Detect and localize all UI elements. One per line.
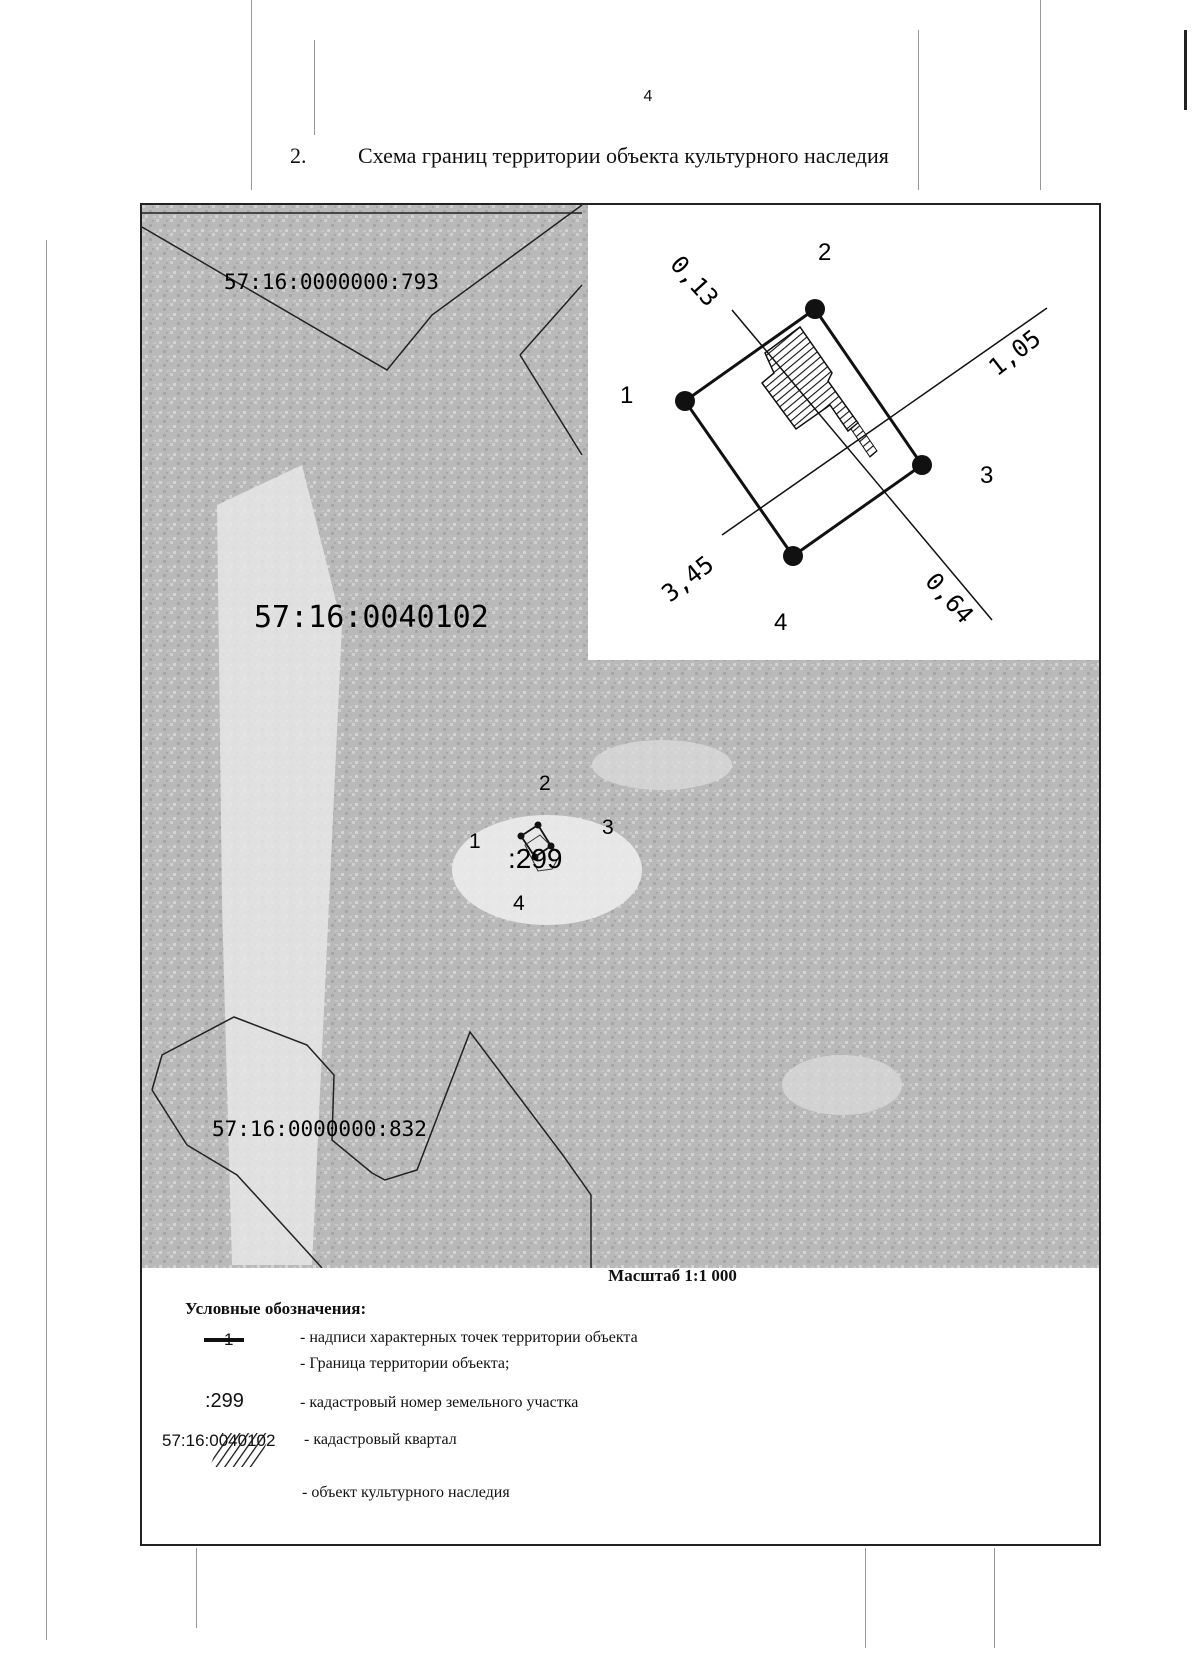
map-svg: 1 2 3 4 0,13 1,05 3,45 0,64 57:16:000000… (142, 205, 1099, 1544)
scan-artifact-line (865, 1548, 866, 1648)
parcel-label-299: :299 (508, 843, 563, 874)
parcel-label-793: 57:16:0000000:793 (224, 270, 439, 294)
map-frame: 1 2 3 4 0,13 1,05 3,45 0,64 57:16:000000… (140, 203, 1101, 1546)
inset-point-marker (675, 391, 695, 411)
section-title: Схема границ территории объекта культурн… (358, 143, 889, 168)
point-label: 2 (539, 772, 551, 795)
point-label: 3 (602, 816, 614, 839)
parcel-boundary-832 (151, 1016, 592, 1268)
scan-artifact-line (1040, 0, 1041, 190)
point-marker (547, 842, 555, 850)
main-object-marker (517, 821, 561, 872)
parcel-outline-299 (524, 834, 561, 872)
road-edge-line (519, 284, 583, 356)
inset-point-label: 3 (980, 462, 993, 489)
section-number: 2. (290, 143, 307, 168)
point-marker (531, 853, 539, 861)
inset-heritage-object (760, 325, 860, 433)
point-label: 4 (513, 892, 525, 915)
quarter-label: 57:16:0040102 (254, 600, 489, 635)
scale-label: Масштаб 1:1 000 (608, 1266, 737, 1285)
scan-artifact-line (994, 1548, 995, 1648)
inset-dimension-line (731, 309, 993, 621)
scan-artifact-line (46, 240, 47, 1640)
legend-title: Условные обозначения: (185, 1299, 367, 1318)
parcel-boundary-832 (151, 1089, 323, 1269)
legend-hatch-symbol (210, 1433, 270, 1467)
scan-artifact-line (196, 1548, 197, 1628)
scan-artifact-line (251, 0, 252, 190)
legend-item-boundary: - Граница территории объекта; (300, 1355, 510, 1372)
legend-item-points: - надписи характерных точек территории о… (300, 1329, 638, 1346)
scan-artifact-line (1184, 30, 1187, 110)
page-number: 4 (643, 88, 653, 105)
point-marker (517, 832, 525, 840)
inset-point-marker (805, 299, 825, 319)
legend-quarter-symbol: 57:16:0040102 (162, 1431, 276, 1450)
light-road-strip (217, 465, 342, 1265)
point-marker (534, 821, 542, 829)
legend-item-quarter: - кадастровый квартал (304, 1431, 457, 1448)
parcel-boundary-793 (142, 205, 583, 371)
scan-artifact-line (314, 40, 315, 135)
inset-point-label: 2 (818, 239, 831, 266)
inset-panel (588, 205, 1099, 660)
inset-point-marker (912, 455, 932, 475)
legend-item-parcel: - кадастровый номер земельного участка (300, 1394, 579, 1411)
inset-point-marker (783, 546, 803, 566)
legend-item-heritage: - объект культурного наследия (302, 1484, 510, 1501)
point-label: 1 (469, 830, 481, 853)
parcel-label-832: 57:16:0000000:832 (212, 1117, 427, 1141)
inset-point-label: 1 (620, 382, 633, 409)
inset-drawing: 1 2 3 4 0,13 1,05 3,45 0,64 (620, 239, 1048, 636)
light-clearing (592, 740, 732, 790)
inset-heritage-object (850, 422, 878, 458)
legend-parcel-symbol: :299 (205, 1390, 244, 1412)
inset-dimension-line (721, 307, 1048, 536)
light-clearing (782, 1055, 902, 1115)
legend-point-symbol: 1 (224, 1330, 234, 1349)
scan-artifact-line (918, 30, 919, 190)
inset-point-label: 4 (774, 609, 787, 636)
road-edge-line (519, 354, 583, 456)
legend-area (142, 1268, 1099, 1544)
